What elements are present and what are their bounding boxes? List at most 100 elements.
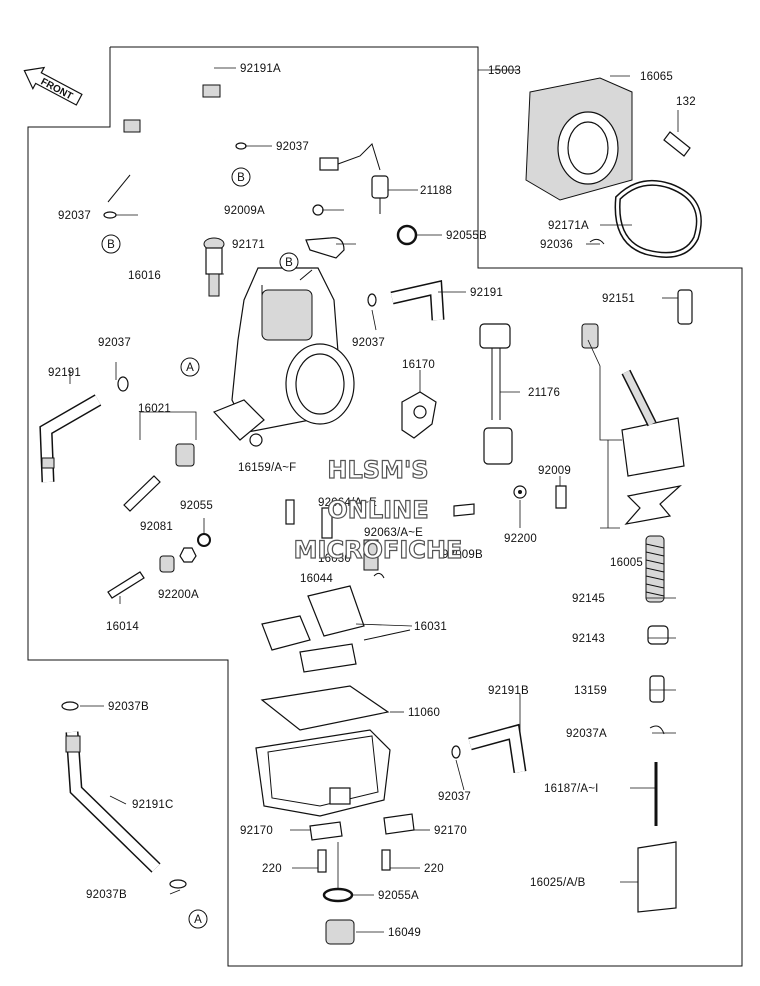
part-label: 16025/A/B <box>530 877 586 889</box>
front-arrow-icon: FRONT <box>23 66 83 106</box>
part-label: 92191A <box>240 63 281 75</box>
spring-icon <box>175 443 195 467</box>
float-bowl-icon <box>255 729 391 817</box>
part-label: 92037B <box>108 701 149 713</box>
part-label: 92055 <box>180 500 213 512</box>
part-label: 92191C <box>132 799 173 811</box>
part-label: 16065 <box>640 71 673 83</box>
spring-icon <box>159 555 175 573</box>
part-label: 92055A <box>378 890 419 902</box>
clip-icon <box>103 211 117 219</box>
connector-icon <box>479 323 511 349</box>
part-label: 92037 <box>276 141 309 153</box>
screw-icon <box>381 849 391 871</box>
svg-text:B: B <box>237 172 245 184</box>
drain-plug-icon <box>325 919 355 945</box>
leader-lines <box>69 67 679 933</box>
part-label: 16159/A~F <box>238 462 296 474</box>
watermark-line-2: ONLINE <box>327 496 428 524</box>
svg-text:A: A <box>186 362 194 374</box>
svg-text:B: B <box>285 257 293 269</box>
part-label: 16005 <box>610 557 643 569</box>
part-label: 92063/A~E <box>364 527 423 539</box>
part-drawings <box>39 56 702 945</box>
part-label: 92009A <box>224 205 265 217</box>
throttle-valve-icon <box>637 841 677 913</box>
part-label: 16014 <box>106 621 139 633</box>
part-label: 92151 <box>602 293 635 305</box>
connector-icon <box>319 157 339 171</box>
watermark-line-1: HLSM'S <box>327 456 428 484</box>
bracket-icon <box>305 237 345 259</box>
screw-icon <box>555 485 567 509</box>
callout-a-1: A <box>180 357 200 377</box>
part-label: 16016 <box>128 270 161 282</box>
part-label: 16187/A~I <box>544 783 599 795</box>
o-ring-icon <box>197 533 211 547</box>
part-label: 21176 <box>528 387 560 399</box>
part-label: 92191 <box>48 367 81 379</box>
part-label: 11060 <box>408 707 440 719</box>
svg-text:B: B <box>107 239 115 251</box>
frame-outline <box>27 46 743 967</box>
part-label: 92170 <box>434 825 467 837</box>
o-ring-icon <box>396 224 418 246</box>
bracket-icon <box>309 821 343 841</box>
screw-16014-icon <box>107 571 145 599</box>
part-label: 15003 <box>488 65 521 77</box>
sensor-21188-icon <box>371 175 389 199</box>
float-icon <box>261 585 411 673</box>
part-label: 92143 <box>572 633 605 645</box>
sensor-21176-icon <box>483 427 513 465</box>
part-label: 220 <box>424 863 444 875</box>
part-label: 92037 <box>58 210 91 222</box>
part-label: 92055B <box>446 230 487 242</box>
part-label: 92145 <box>572 593 605 605</box>
part-label: 92037A <box>566 728 607 740</box>
clip-icon <box>169 879 187 889</box>
part-label: 92036 <box>540 239 573 251</box>
part-label: 16031 <box>414 621 447 633</box>
part-label: 16044 <box>300 573 333 585</box>
part-label: 92171 <box>232 239 265 251</box>
watermark-line-3: MICROFICHE <box>294 536 463 564</box>
clip-icon <box>61 701 79 711</box>
watermark: HLSM'S ONLINE MICROFICHE <box>293 455 463 564</box>
needle-clip-icon <box>649 675 665 703</box>
bracket-icon <box>383 813 415 835</box>
part-label: 92037 <box>352 337 385 349</box>
part-label: 92037 <box>98 337 131 349</box>
part-label: 92171A <box>548 220 589 232</box>
part-label: 92037 <box>438 791 471 803</box>
bowl-gasket-icon <box>260 685 390 731</box>
part-label: 132 <box>676 96 696 108</box>
part-label: 220 <box>262 863 282 875</box>
clip-icon <box>649 725 665 735</box>
svg-text:A: A <box>194 914 202 926</box>
o-ring-icon <box>322 887 354 903</box>
clip-icon <box>235 142 247 150</box>
screw-icon <box>312 204 324 216</box>
part-label: 16170 <box>402 359 435 371</box>
jet-icon <box>321 507 333 539</box>
part-label: 92081 <box>140 521 173 533</box>
part-label: 13159 <box>574 685 607 697</box>
gasket-icon <box>624 485 683 525</box>
part-label: 92191B <box>488 685 529 697</box>
screw-icon <box>317 849 327 873</box>
part-label: 92009B <box>442 549 483 561</box>
part-label: 92170 <box>240 825 273 837</box>
part-label: 92009 <box>538 465 571 477</box>
callout-b-2: B <box>101 234 121 254</box>
bolt-132-icon <box>663 131 691 157</box>
callout-b-1: B <box>231 167 251 187</box>
clip-icon <box>373 572 385 579</box>
clip-icon <box>589 238 605 245</box>
part-number-labels: 92191A 92037 92037 92009A 92171 16016 92… <box>48 63 696 939</box>
part-label: 16021 <box>138 403 171 415</box>
part-label: 92200A <box>158 589 199 601</box>
bolt-92151-icon <box>677 289 693 325</box>
part-label: 92200 <box>504 533 537 545</box>
spring-92145-icon <box>645 535 665 603</box>
